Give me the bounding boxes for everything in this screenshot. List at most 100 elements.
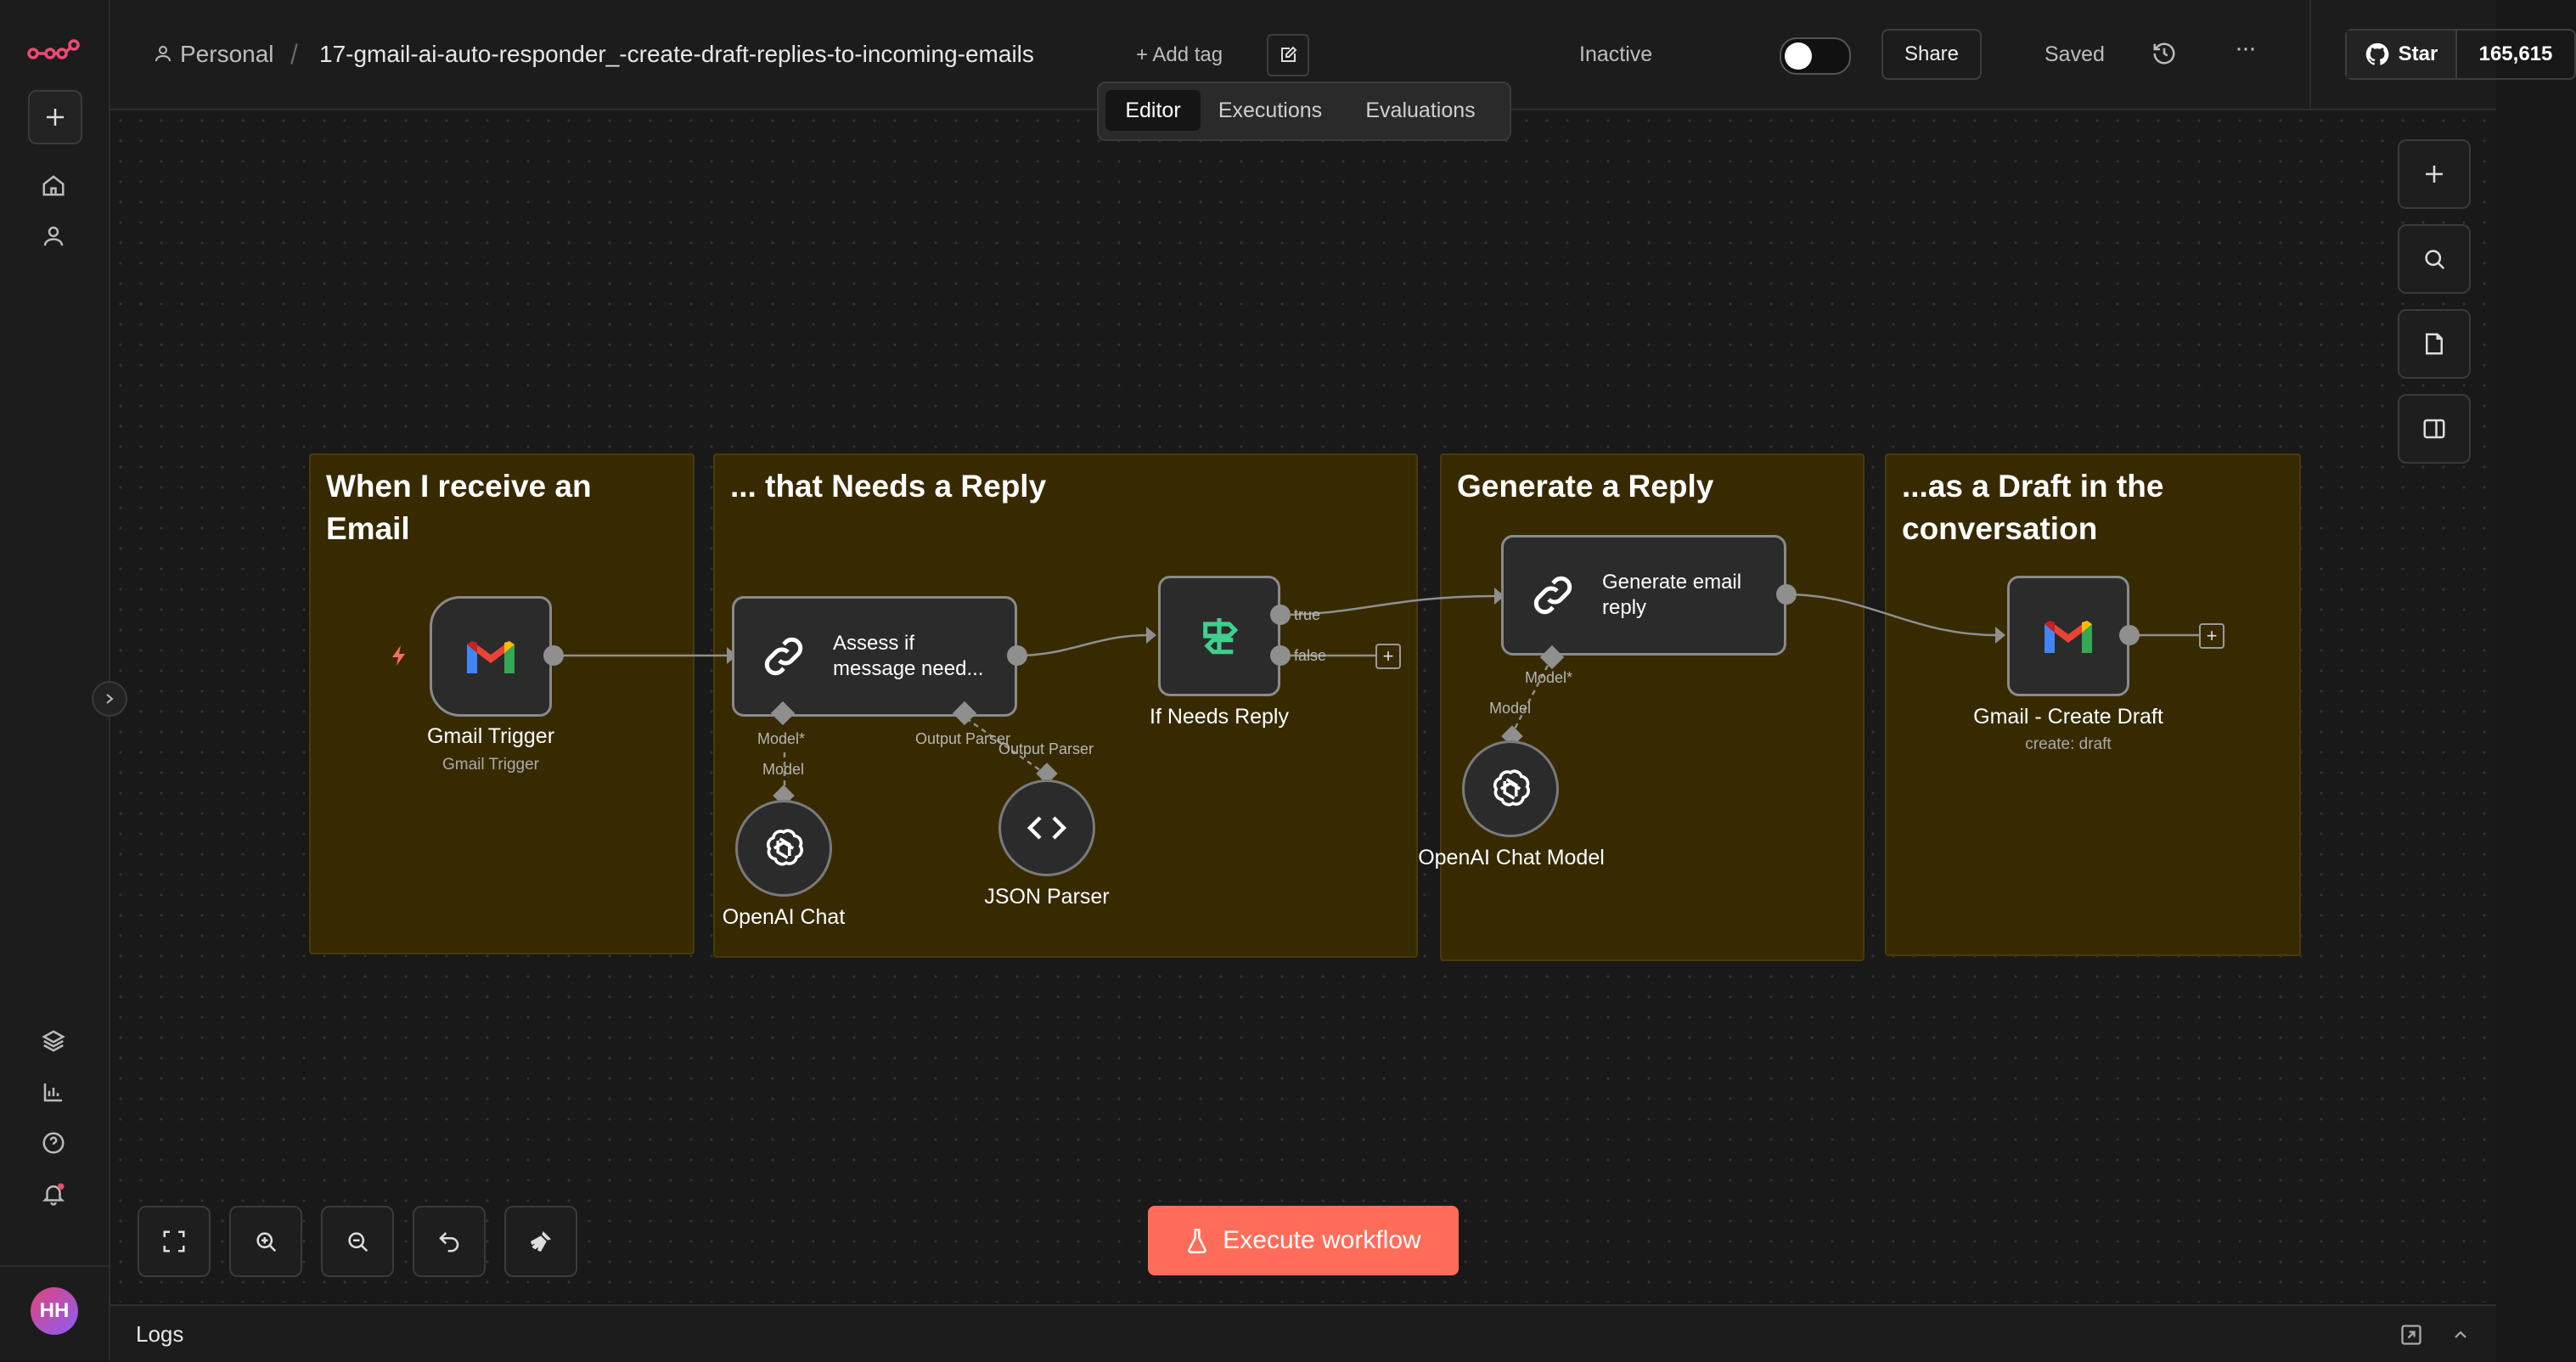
tab-executions[interactable]: Executions	[1218, 98, 1323, 122]
add-node-button[interactable]: +	[2199, 623, 2224, 649]
output-handle-true[interactable]	[1270, 605, 1291, 625]
chevron-right-icon	[106, 694, 114, 704]
node-openai-chat[interactable]	[735, 800, 832, 897]
undo-icon	[439, 1232, 459, 1252]
left-sidebar: HH	[0, 0, 127, 1360]
branch-label-false: false	[1294, 647, 1327, 664]
sticky-note-title: When I receive an Email	[326, 469, 592, 546]
node-subtitle: Gmail Trigger	[442, 756, 540, 774]
port-label-output-parser: Output Parser	[915, 730, 1011, 747]
link-chain-icon	[764, 637, 803, 676]
search-nodes-button[interactable]	[2398, 224, 2471, 294]
add-node-panel-button[interactable]	[2398, 139, 2471, 209]
connection-assess-if	[1016, 633, 1149, 657]
port-label-model: Model	[1489, 700, 1532, 717]
node-label: OpenAI Chat	[722, 905, 846, 929]
status-label: Inactive	[1579, 42, 1653, 66]
node-label: Gmail Trigger	[426, 724, 555, 748]
logs-label: Logs	[136, 1321, 184, 1347]
zoom-in-button[interactable]	[229, 1206, 302, 1277]
help-icon[interactable]	[28, 1117, 79, 1168]
output-handle[interactable]	[543, 645, 564, 666]
github-star-button[interactable]: Star	[2347, 31, 2457, 78]
popout-icon[interactable]	[2399, 1323, 2423, 1347]
node-label: If Needs Reply	[1150, 705, 1289, 729]
note-edit-icon	[1281, 46, 1297, 62]
flask-icon	[1188, 1229, 1206, 1253]
active-toggle[interactable]	[1780, 37, 1851, 75]
openai-icon	[767, 829, 803, 866]
logs-panel[interactable]: Logs	[110, 1304, 2496, 1362]
port-label-model: Model*	[757, 730, 806, 747]
node-json-parser[interactable]	[998, 779, 1095, 876]
plus-icon	[2426, 166, 2443, 183]
search-icon	[2425, 250, 2445, 270]
panel-right-icon	[2423, 419, 2445, 439]
plus-icon	[47, 109, 64, 126]
user-icon[interactable]	[28, 211, 79, 262]
sticky-note-title: ... that Needs a Reply	[730, 469, 1047, 504]
node-gmail-trigger[interactable]	[430, 596, 552, 717]
trigger-lightning-icon	[392, 645, 405, 666]
sticky-note-title: ...as a Draft in the conversation	[1902, 469, 2164, 546]
sidebar-divider	[0, 1265, 109, 1267]
broom-icon	[531, 1231, 551, 1252]
more-options-button[interactable]: ···	[2235, 34, 2257, 62]
port-label-model: Model	[762, 761, 805, 778]
add-sticky-note-button[interactable]	[2398, 309, 2471, 379]
connection-parser-assess	[965, 717, 1047, 776]
signpost-icon	[1203, 618, 1239, 655]
execute-workflow-button[interactable]: Execute workflow	[1148, 1206, 1459, 1275]
output-handle-false[interactable]	[1270, 645, 1291, 666]
chevron-up-icon[interactable]	[2450, 1325, 2471, 1345]
node-label: OpenAI Chat Model	[1418, 846, 1605, 870]
github-star-count: 165,615	[2478, 42, 2553, 65]
sticky-note-draft[interactable]: ...as a Draft in the conversation	[1885, 453, 2301, 956]
user-icon	[155, 46, 171, 62]
insights-chart-icon[interactable]	[28, 1067, 79, 1117]
node-assess-message[interactable]: Assess if message need...	[732, 596, 1017, 717]
node-generate-email-reply[interactable]: Generate email reply	[1501, 535, 1786, 656]
fit-view-button[interactable]	[138, 1206, 211, 1277]
history-icon[interactable]	[2151, 41, 2177, 66]
port-label-model: Model*	[1525, 669, 1573, 686]
tab-editor[interactable]: Editor	[1105, 90, 1201, 131]
port-label-output-parser: Output Parser	[998, 740, 1094, 757]
output-handle[interactable]	[2119, 625, 2140, 645]
undo-button[interactable]	[413, 1206, 486, 1277]
home-icon[interactable]	[28, 160, 79, 211]
output-handle[interactable]	[1007, 645, 1027, 666]
link-chain-icon	[1533, 576, 1572, 615]
workflow-name[interactable]: 17-gmail-ai-auto-responder_-create-draft…	[319, 41, 1034, 67]
connections-layer	[552, 588, 2199, 798]
saved-status: Saved	[2044, 42, 2105, 66]
n8n-logo-icon[interactable]	[27, 25, 80, 76]
create-new-button[interactable]	[28, 90, 82, 144]
node-label: Generate email reply	[1602, 571, 1742, 619]
tidy-up-button[interactable]	[504, 1206, 577, 1277]
connection-if-generate	[1280, 594, 1497, 616]
gmail-icon	[467, 641, 515, 673]
add-tag-button[interactable]: + Add tag	[1136, 43, 1223, 66]
tab-evaluations[interactable]: Evaluations	[1365, 98, 1476, 122]
output-handle[interactable]	[1776, 584, 1797, 605]
node-openai-chat-model[interactable]	[1462, 740, 1559, 837]
node-gmail-create-draft[interactable]	[2007, 576, 2129, 696]
edit-description-button[interactable]	[1267, 34, 1309, 76]
node-subtitle: create: draft	[2025, 735, 2112, 753]
add-node-false-button[interactable]: +	[1375, 644, 1401, 669]
templates-icon[interactable]	[28, 1016, 79, 1067]
notifications-bell-icon[interactable]	[28, 1168, 79, 1219]
zoom-out-icon	[348, 1232, 368, 1252]
view-tabs: Editor Executions Evaluations	[1097, 82, 1511, 141]
branch-label-true: true	[1294, 606, 1321, 623]
zoom-out-button[interactable]	[321, 1206, 394, 1277]
sidebar-expand-button[interactable]	[92, 681, 127, 717]
node-if-needs-reply[interactable]	[1158, 576, 1280, 696]
breadcrumb-project[interactable]: Personal	[180, 41, 274, 67]
github-star-widget[interactable]: Star 165,615	[2345, 29, 2576, 80]
code-brackets-icon	[1026, 816, 1067, 840]
avatar[interactable]: HH	[31, 1287, 78, 1335]
toggle-panel-button[interactable]	[2398, 394, 2471, 464]
share-button[interactable]: Share	[1881, 29, 1982, 80]
